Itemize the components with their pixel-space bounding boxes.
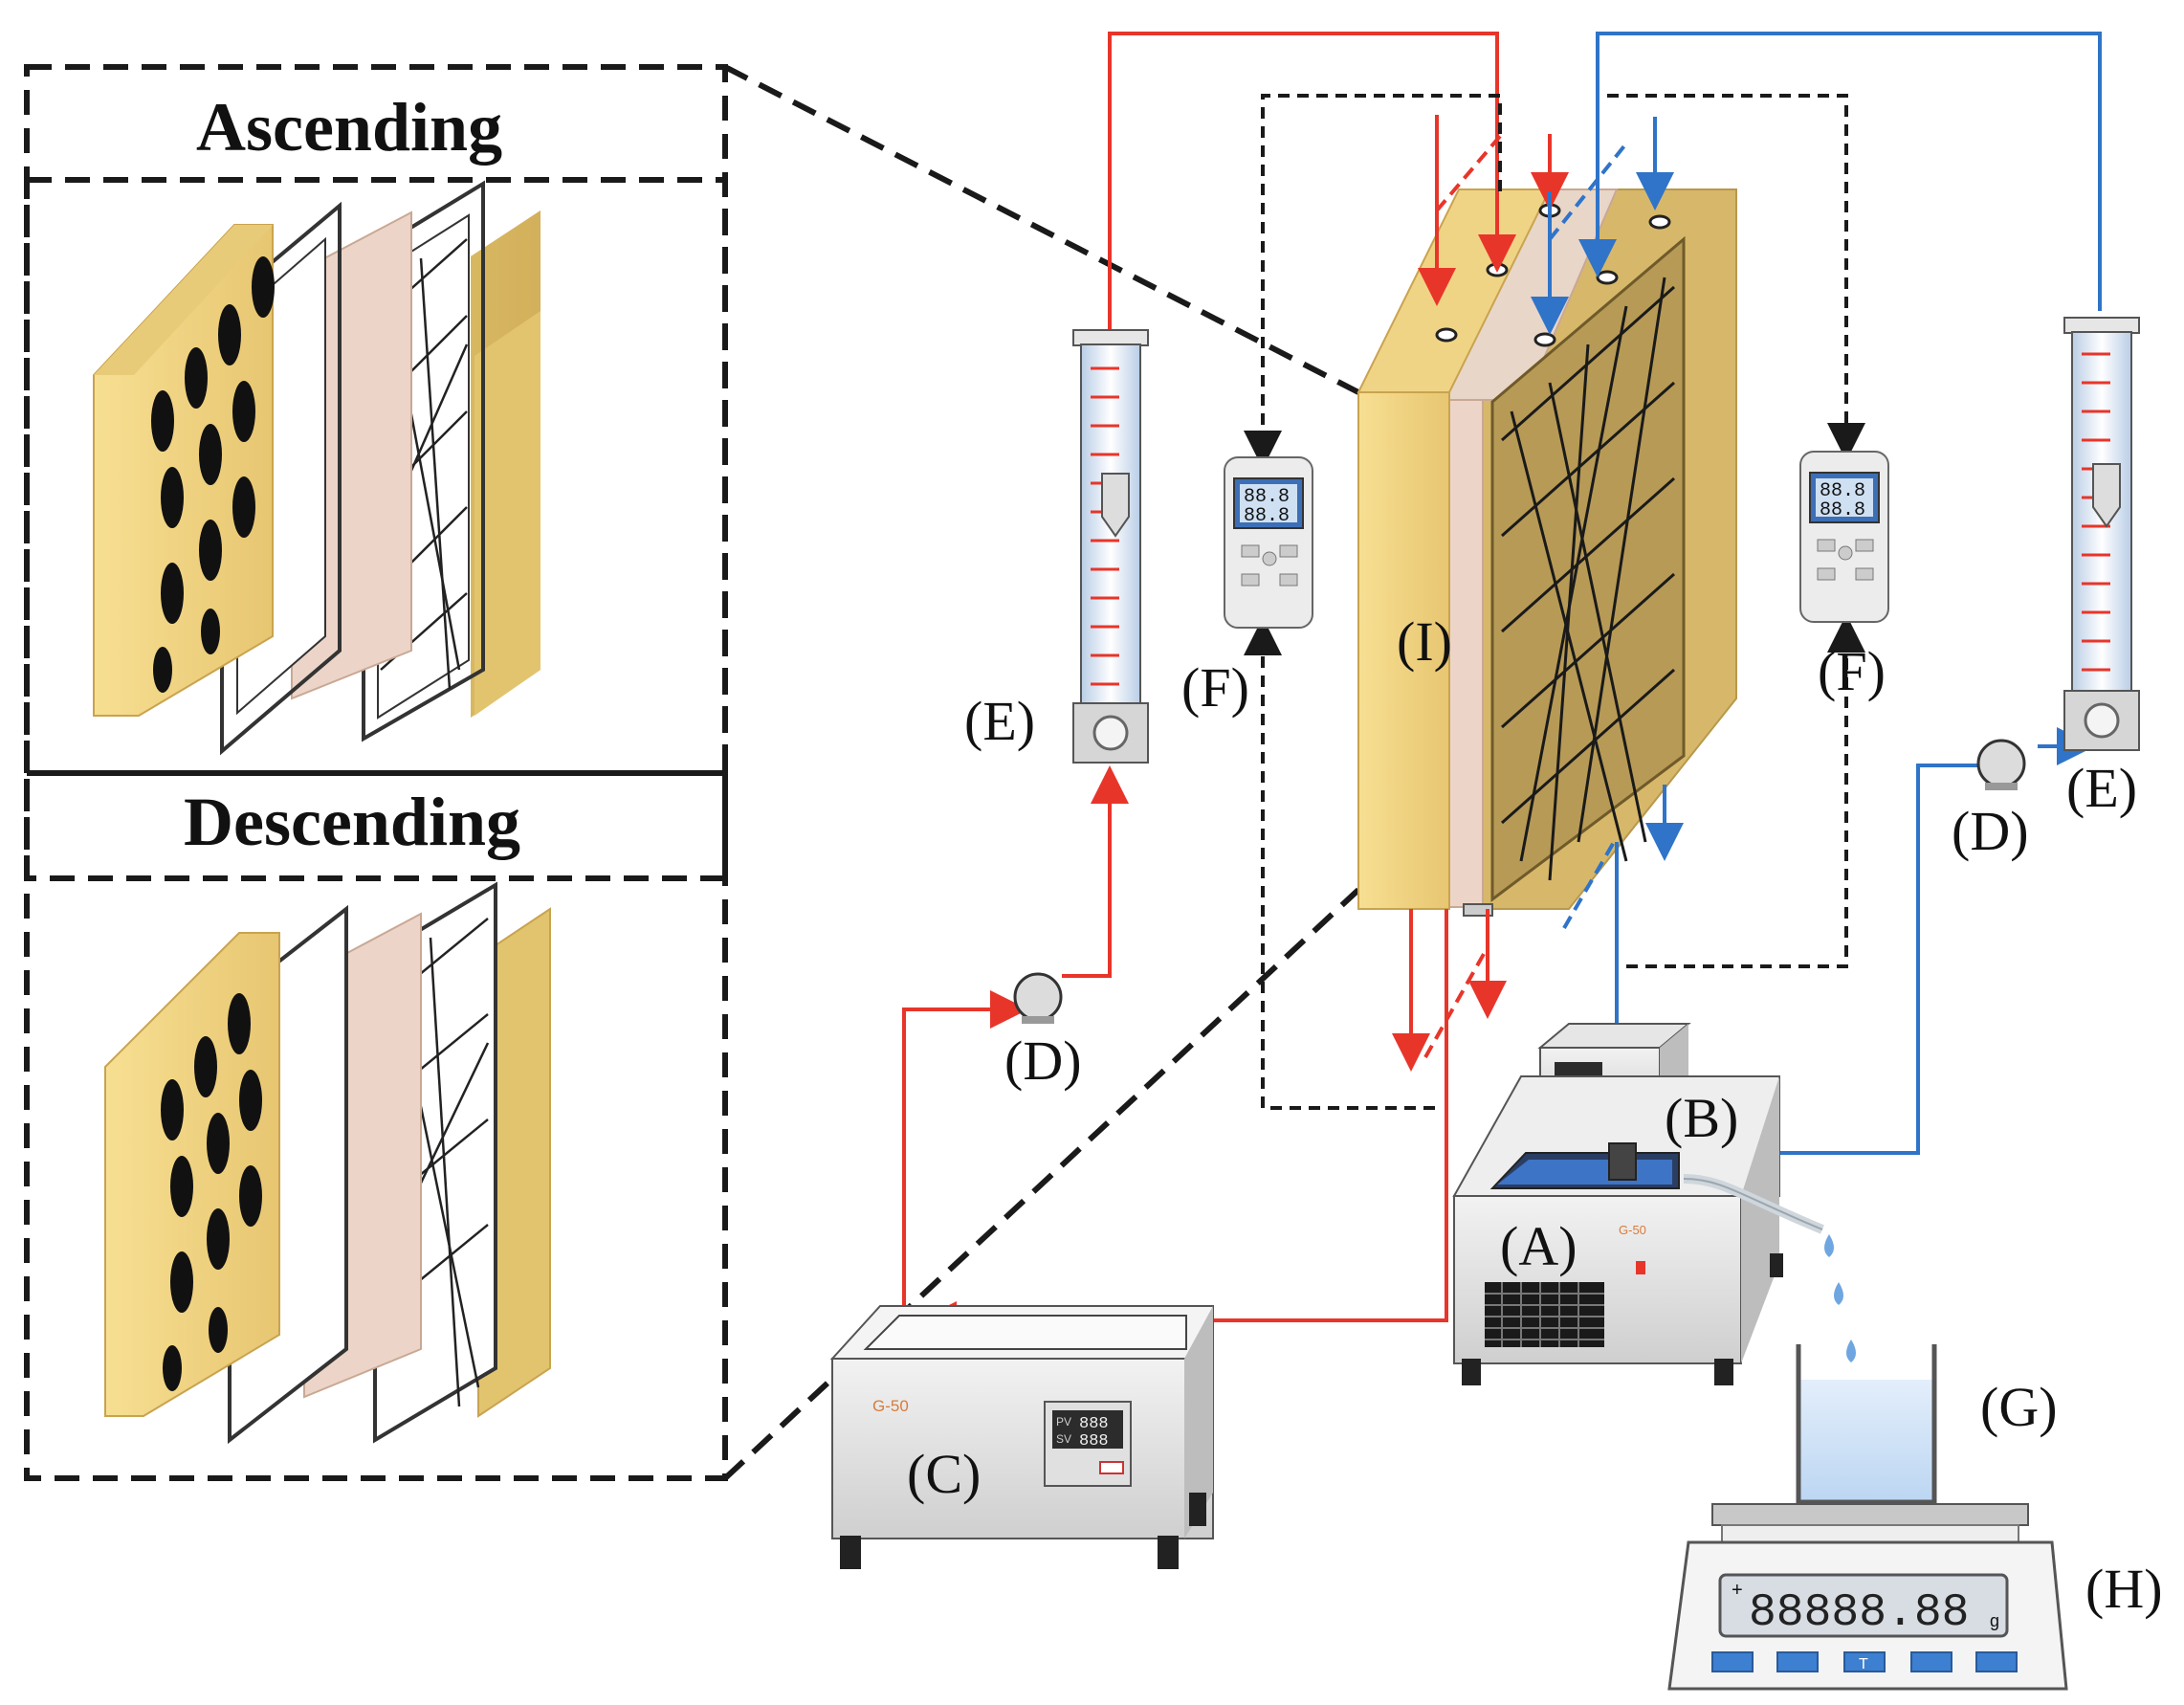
svg-text:888: 888 xyxy=(1079,1432,1109,1450)
module-membrane xyxy=(1444,399,1484,908)
svg-text:+: + xyxy=(1732,1580,1743,1601)
exploded-view-panel xyxy=(24,64,1361,1481)
flowmeter-right xyxy=(2063,317,2140,751)
svg-text:PV: PV xyxy=(1056,1415,1071,1428)
label-C: (C) xyxy=(907,1443,981,1505)
descending-title: Descending xyxy=(184,784,521,860)
membrane-module: (I) xyxy=(1357,188,1737,917)
hot-bath-C: G-50 PV SV 888 888 (C) xyxy=(829,1305,1214,1569)
flowmeter-float xyxy=(1101,473,1130,538)
zoom-line-top xyxy=(723,64,1360,395)
ascending-stack xyxy=(93,180,540,756)
thermometer-right: 88.8 88.8 xyxy=(1799,451,1889,623)
cold-bath-A: G-50 (A) (B) xyxy=(1452,1023,1824,1385)
svg-text:88.8: 88.8 xyxy=(1244,505,1290,527)
label-D-left: (D) xyxy=(1004,1030,1082,1092)
asc-holes xyxy=(151,256,275,693)
desc-holes xyxy=(161,993,262,1391)
label-D-right: (D) xyxy=(1952,800,2029,862)
label-I: (I) xyxy=(1397,610,1452,673)
scale-display: 88888.88 xyxy=(1749,1587,1969,1639)
label-G: (G) xyxy=(1980,1376,2058,1438)
svg-text:T: T xyxy=(1859,1656,1868,1672)
permeate-droplets xyxy=(1824,1234,1856,1362)
label-E-left: (E) xyxy=(964,690,1036,752)
cold-bath-vent xyxy=(1485,1282,1604,1347)
balance-buttons xyxy=(1711,1651,2018,1672)
descending-stack xyxy=(104,881,551,1445)
exploded-view-frame xyxy=(24,64,728,1481)
signal-lines xyxy=(1244,94,1865,1110)
module-plate-front xyxy=(1357,391,1450,910)
svg-text:g: g xyxy=(1990,1611,1999,1630)
thermometer-left: 88.8 88.8 xyxy=(1224,456,1313,629)
label-B: (B) xyxy=(1665,1087,1738,1149)
svg-text:888: 888 xyxy=(1079,1415,1109,1433)
beaker-G: (G) xyxy=(1796,1344,2058,1505)
flowmeter-left xyxy=(1072,329,1149,764)
ascending-title: Ascending xyxy=(196,89,503,166)
svg-text:88.8: 88.8 xyxy=(1244,486,1290,508)
descending-header-box xyxy=(24,770,728,881)
module-mesh xyxy=(1501,277,1675,881)
svg-text:G-50: G-50 xyxy=(1619,1223,1646,1237)
ascending-box xyxy=(24,177,728,776)
svg-text:88.8: 88.8 xyxy=(1820,499,1865,521)
balance-H: + 88888.88 g T (H) xyxy=(1667,1503,2163,1691)
label-A: (A) xyxy=(1500,1215,1577,1277)
svg-text:SV: SV xyxy=(1056,1432,1071,1446)
svg-text:88.8: 88.8 xyxy=(1820,480,1865,502)
zoom-line-bottom xyxy=(722,887,1361,1481)
label-F-left: (F) xyxy=(1181,656,1249,719)
label-E-right: (E) xyxy=(2066,757,2138,819)
label-F-right: (F) xyxy=(1818,640,1886,702)
pump-right xyxy=(1976,739,2026,790)
label-H: (H) xyxy=(2085,1558,2163,1620)
pump-left xyxy=(1013,972,1063,1024)
svg-text:G-50: G-50 xyxy=(872,1397,909,1415)
